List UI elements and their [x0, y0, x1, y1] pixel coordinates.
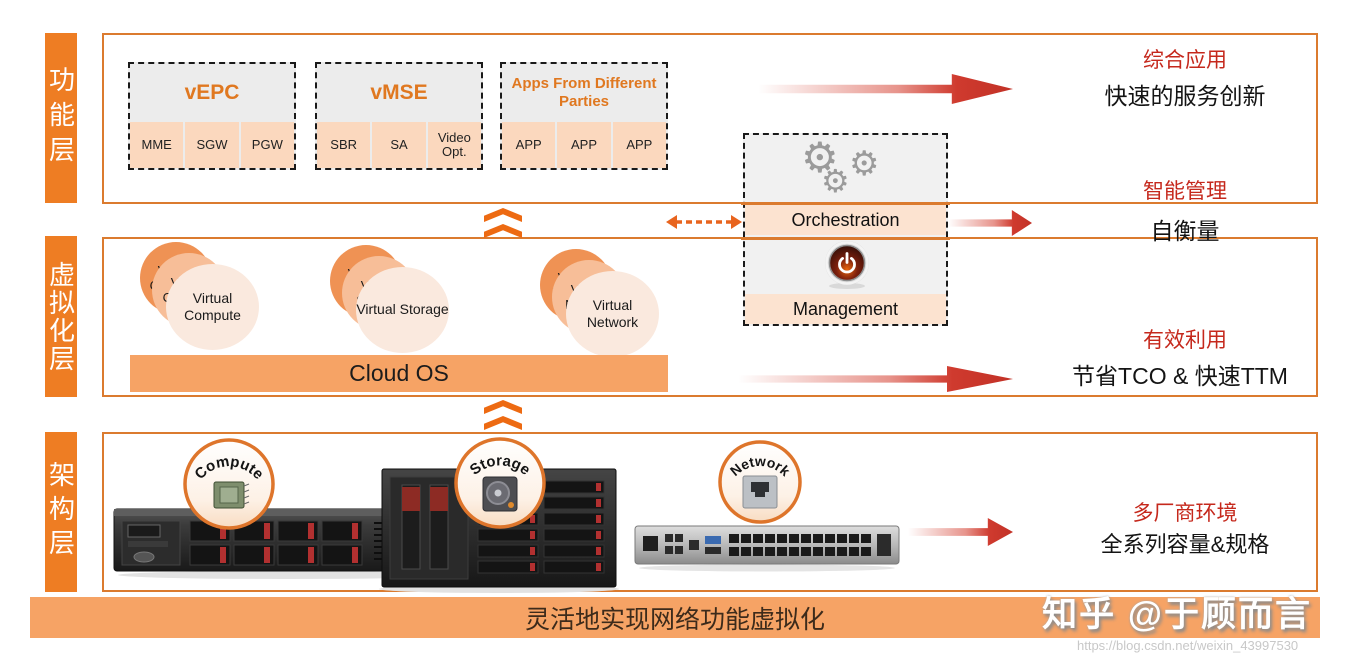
gear-icon: ⚙: [849, 145, 880, 183]
vmse-title: vMSE: [370, 81, 428, 104]
function-layer-box: [102, 33, 1318, 204]
benefit-util-text: 节省TCO & 快速TTM: [1072, 363, 1288, 389]
vmse-box: vMSE SBR SA Video Opt.: [315, 62, 483, 170]
apps-cells: APP APP APP: [502, 122, 666, 168]
vepc-title: vEPC: [184, 81, 240, 104]
network-badge: Network: [718, 440, 802, 524]
vmse-cell-videoopt: Video Opt.: [427, 122, 481, 168]
apps-title: Apps From Different Parties: [511, 75, 657, 110]
virtual-storage-circle: Virtual Storage: [356, 267, 449, 353]
benefit-mgmt-text: 自衡量: [1150, 218, 1220, 244]
vepc-cells: MME SGW PGW: [130, 122, 294, 168]
virtual-network-stack: Virtual Network Virtual Network Virtual …: [538, 249, 663, 359]
virtualization-layer-label: 虚拟化层: [45, 236, 77, 397]
chevron-up-icon: [484, 416, 522, 430]
benefit-vendor-text: 全系列容量&规格: [1100, 532, 1270, 557]
ethernet-port-icon: [742, 475, 778, 509]
orchestration-management-box: ⚙ ⚙ ⚙ Orchestration Management: [743, 133, 948, 326]
gear-icon: ⚙: [821, 163, 850, 199]
network-switch-image: [634, 525, 900, 572]
up-chevron-icon: [484, 400, 522, 431]
architecture-layer-label: 架构层: [45, 432, 77, 592]
vmse-cell-sa: SA: [372, 122, 426, 168]
chevron-up-icon: [484, 400, 522, 414]
benefit-app-title: 综合应用: [1143, 49, 1227, 72]
management-band: Management: [745, 294, 946, 324]
up-chevron-icon: [484, 208, 522, 239]
cpu-icon: [213, 481, 250, 509]
cloud-os-bar: Cloud OS: [130, 355, 668, 392]
vepc-cell-pgw: PGW: [240, 122, 294, 168]
chevron-up-icon: [484, 208, 522, 222]
apps-cell-app2: APP: [557, 122, 611, 168]
virtual-compute-stack: Virtual Compute Virtual Compute Virtual …: [138, 242, 263, 352]
vepc-cell-mme: MME: [130, 122, 184, 168]
gear-icon: ⚙: [801, 134, 839, 181]
apps-cell-app1: APP: [502, 122, 556, 168]
bidirectional-dashed-arrow: [666, 215, 742, 229]
apps-box: Apps From Different Parties APP APP APP: [500, 62, 668, 170]
compute-badge: Compute: [183, 438, 275, 530]
vmse-cells: SBR SA Video Opt.: [317, 122, 481, 168]
layer-divider-line: [741, 202, 950, 205]
benefit-mgmt-title: 智能管理: [1143, 180, 1227, 203]
arrow-to-mgmt-benefit: [948, 210, 1032, 236]
vepc-box: vEPC MME SGW PGW: [128, 62, 296, 170]
hdd-icon: [482, 476, 518, 512]
layer-divider-line: [741, 237, 950, 240]
power-button-icon: [825, 241, 869, 289]
orchestration-band: Orchestration: [745, 205, 946, 235]
benefit-util-title: 有效利用: [1143, 329, 1227, 352]
virtual-network-circle: Virtual Network: [566, 271, 659, 357]
benefit-vendor-title: 多厂商环境: [1132, 502, 1238, 525]
apps-cell-app3: APP: [612, 122, 666, 168]
virtual-compute-circle: Virtual Compute: [166, 264, 259, 350]
benefit-app-text: 快速的服务创新: [1104, 83, 1266, 109]
chevron-up-icon: [484, 224, 522, 238]
zhihu-watermark: 知乎 @于顾而言: [1042, 595, 1312, 634]
virtual-storage-stack: Virtual Storage Virtual Storage Virtual …: [328, 245, 453, 355]
vmse-cell-sbr: SBR: [317, 122, 371, 168]
vepc-cell-sgw: SGW: [185, 122, 239, 168]
bottom-banner: 灵活地实现网络功能虚拟化: [30, 597, 1320, 638]
storage-badge: Storage: [454, 437, 546, 529]
csdn-url-watermark: https://blog.csdn.net/weixin_43997530: [1077, 638, 1299, 653]
function-layer-label: 功能层: [45, 33, 77, 203]
